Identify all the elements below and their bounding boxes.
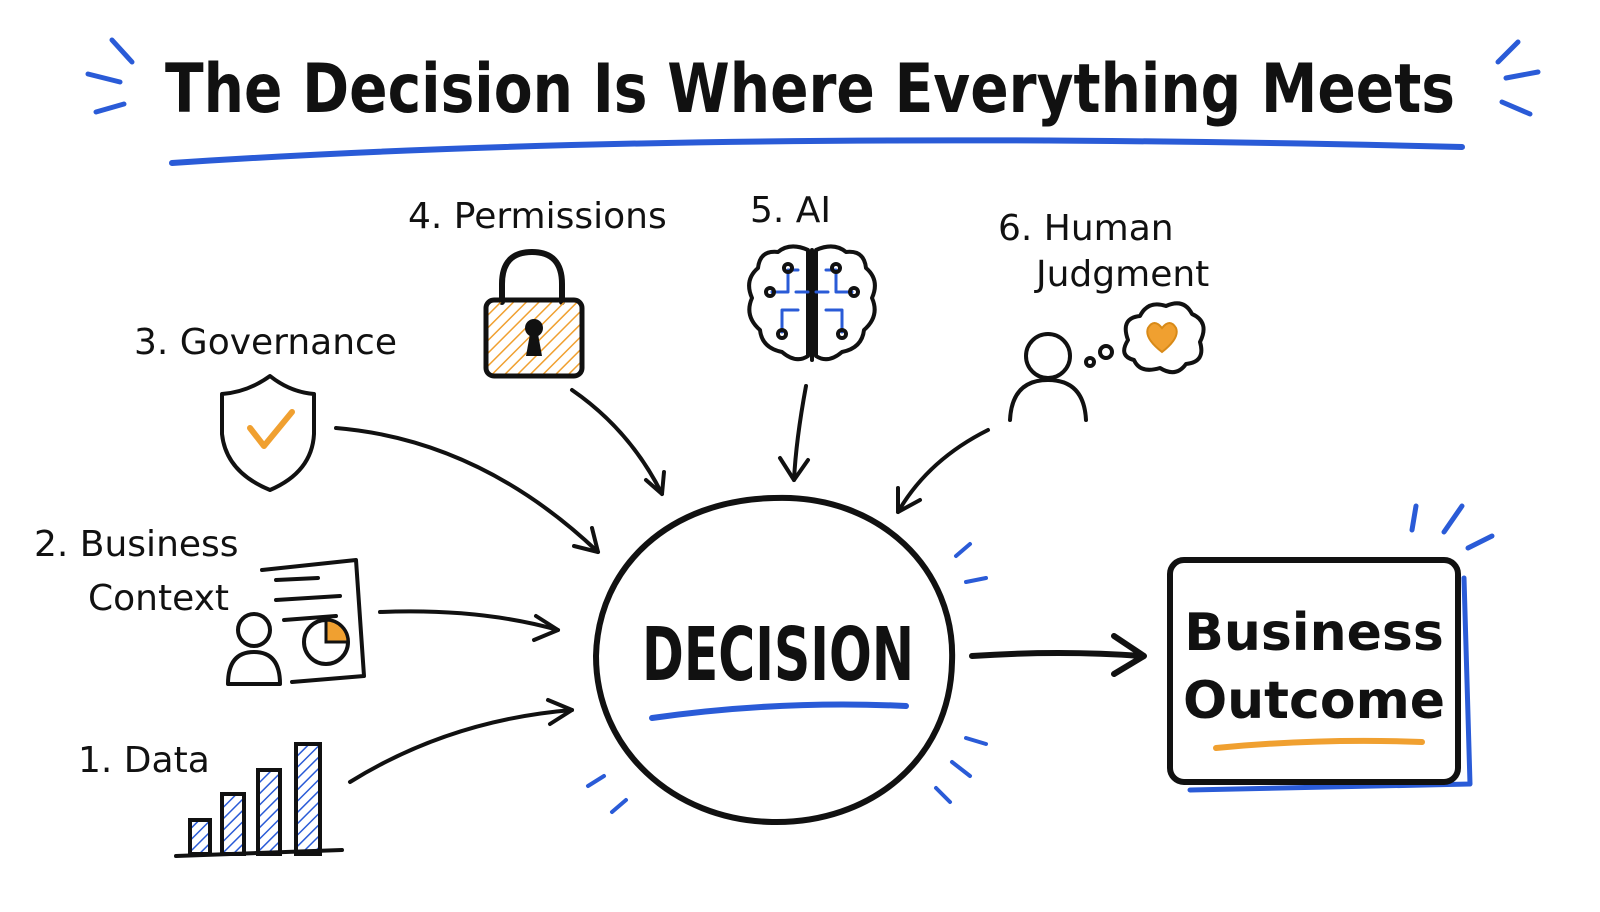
input-business-context-label-line2: Context bbox=[88, 578, 229, 619]
decision-underline bbox=[649, 701, 909, 721]
input-business-context-label-line1: 2. Business bbox=[34, 524, 239, 565]
input-data: 1. Data bbox=[78, 740, 344, 858]
input-business-context: 2. Business Context bbox=[34, 524, 366, 686]
input-human-judgment-label-line2: Judgment bbox=[1034, 254, 1209, 295]
page-title: The Decision Is Where Everything Meets bbox=[165, 50, 1455, 129]
context-document-icon bbox=[226, 558, 366, 686]
person-heart-thought-icon bbox=[1008, 301, 1206, 422]
input-arrows bbox=[334, 384, 990, 784]
outcome-label-line1: Business bbox=[1184, 603, 1444, 663]
padlock-icon bbox=[483, 249, 585, 379]
input-ai: 5. AI bbox=[747, 190, 877, 362]
decision-node: DECISION bbox=[586, 494, 988, 826]
decision-circle bbox=[593, 494, 956, 826]
decision-sparkles bbox=[586, 542, 988, 814]
input-human-judgment-label-line1: 6. Human bbox=[998, 208, 1174, 249]
bar-chart-icon bbox=[174, 742, 344, 858]
brain-circuit-icon bbox=[747, 244, 877, 362]
shield-check-icon bbox=[220, 374, 316, 492]
input-governance-label: 3. Governance bbox=[134, 322, 397, 363]
output-arrow bbox=[969, 633, 1147, 677]
input-permissions-label: 4. Permissions bbox=[408, 196, 667, 237]
title-underline bbox=[169, 137, 1465, 166]
arrow-governance bbox=[334, 426, 600, 554]
title-sparkle-right bbox=[1495, 39, 1541, 117]
input-permissions: 4. Permissions bbox=[408, 196, 667, 379]
outcome-node: Business Outcome bbox=[1167, 503, 1495, 793]
title-sparkle-left bbox=[85, 37, 135, 115]
arrow-permissions bbox=[570, 388, 664, 496]
input-data-label: 1. Data bbox=[78, 740, 210, 781]
outcome-box bbox=[1167, 557, 1461, 785]
title-group: The Decision Is Where Everything Meets bbox=[85, 37, 1541, 166]
outcome-box-shadow bbox=[1187, 575, 1473, 793]
input-human-judgment: 6. Human Judgment bbox=[998, 208, 1209, 422]
outcome-sparkles bbox=[1409, 503, 1495, 551]
outcome-label-line2: Outcome bbox=[1183, 671, 1445, 731]
arrow-business-context bbox=[378, 609, 560, 632]
arrow-human-judgment bbox=[896, 428, 990, 514]
input-governance: 3. Governance bbox=[134, 322, 397, 492]
arrow-data bbox=[348, 708, 574, 784]
input-ai-label: 5. AI bbox=[750, 190, 831, 231]
outcome-underline bbox=[1213, 737, 1425, 751]
arrow-ai bbox=[792, 384, 808, 482]
decision-label: DECISION bbox=[642, 612, 914, 698]
